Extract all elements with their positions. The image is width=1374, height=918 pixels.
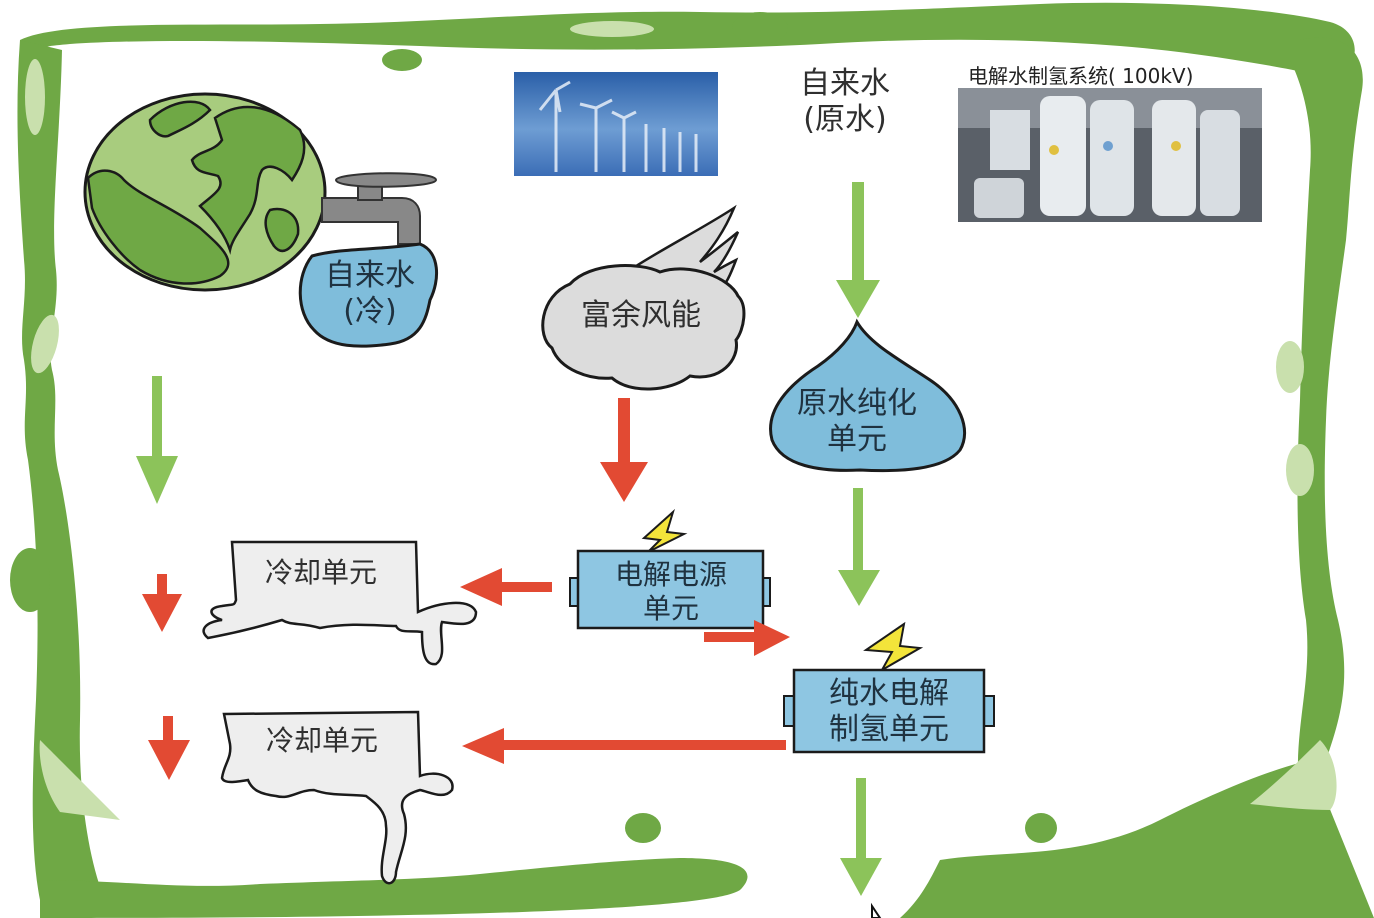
frame-right <box>1260 37 1370 918</box>
faucet-icon <box>321 172 438 245</box>
frame-highlight <box>39 740 121 820</box>
frame-highlight <box>570 21 654 37</box>
lightning-icon <box>863 621 924 673</box>
surplus-wind-label: 富余风能 <box>581 298 701 333</box>
purification-drop <box>769 318 966 473</box>
frame-highlight <box>31 314 59 374</box>
earth-globe-icon <box>83 92 327 292</box>
flow-arrow-red <box>462 728 786 764</box>
frame-highlight <box>1286 444 1314 496</box>
power-unit-line1: 电解电源 <box>614 558 727 591</box>
flow-arrow-red <box>148 716 190 780</box>
tap-water-line2: (冷) <box>343 294 397 329</box>
frame-left <box>17 40 110 912</box>
flow-arrow-green <box>136 376 178 504</box>
frame-blob <box>1025 813 1057 843</box>
flow-arrow-green <box>836 182 880 318</box>
frame-bottom-right <box>900 760 1374 918</box>
electrolysis-unit-box <box>783 668 995 754</box>
electrolysis-unit-line2: 制氢单元 <box>829 712 949 747</box>
power-unit-line2: 单元 <box>642 591 699 625</box>
purification-unit-label: 原水纯化 单元 <box>772 386 942 458</box>
wind-farm-photo <box>514 72 718 176</box>
flow-arrow-red <box>704 620 790 656</box>
power-unit-box <box>569 549 771 630</box>
flow-arrow-red <box>460 568 552 606</box>
tap-water-line1: 自来水 <box>325 258 415 293</box>
purification-line2: 单元 <box>827 422 887 457</box>
frame-highlight <box>25 59 45 135</box>
frame-bottom <box>40 858 748 918</box>
frame-blob <box>625 813 661 843</box>
electrolysis-system-photo <box>958 88 1262 222</box>
power-unit-label: 电解电源 单元 <box>582 558 760 625</box>
purification-line1: 原水纯化 <box>797 386 917 421</box>
frame-highlight <box>1276 341 1304 393</box>
frame-blob <box>732 12 788 44</box>
flow-arrow-red <box>142 574 182 632</box>
raw-water-line2: (原水) <box>803 102 887 137</box>
mouse-cursor-icon <box>871 902 882 918</box>
flow-arrow-green <box>838 488 880 606</box>
cooling-unit-1-shape <box>202 540 478 666</box>
system-photo-title: 电解水制氢系统( 100kV) <box>968 64 1194 88</box>
cooling-unit-2-label: 冷却单元 <box>265 724 378 757</box>
raw-water-line1: 自来水 <box>800 66 890 101</box>
flow-arrow-red <box>600 398 648 502</box>
frame-top <box>20 2 1355 80</box>
raw-water-label: 自来水 (原水) <box>770 66 920 138</box>
tap-water-cold-label: 自来水 (冷) <box>306 258 434 330</box>
frame-blob <box>10 548 50 612</box>
decorative-frame <box>10 2 1374 918</box>
tap-water-drop <box>298 242 439 348</box>
frame-highlight <box>1250 740 1337 810</box>
lightning-icon <box>641 508 688 553</box>
electrolysis-unit-label: 纯水电解 制氢单元 <box>798 676 980 748</box>
flow-arrow-green <box>840 778 882 896</box>
wind-cloud-icon <box>541 204 746 391</box>
electrolysis-unit-line1: 纯水电解 <box>829 676 949 711</box>
cooling-unit-2-shape <box>220 710 454 885</box>
frame-blob <box>382 49 422 71</box>
cooling-unit-1-label: 冷却单元 <box>264 556 377 589</box>
